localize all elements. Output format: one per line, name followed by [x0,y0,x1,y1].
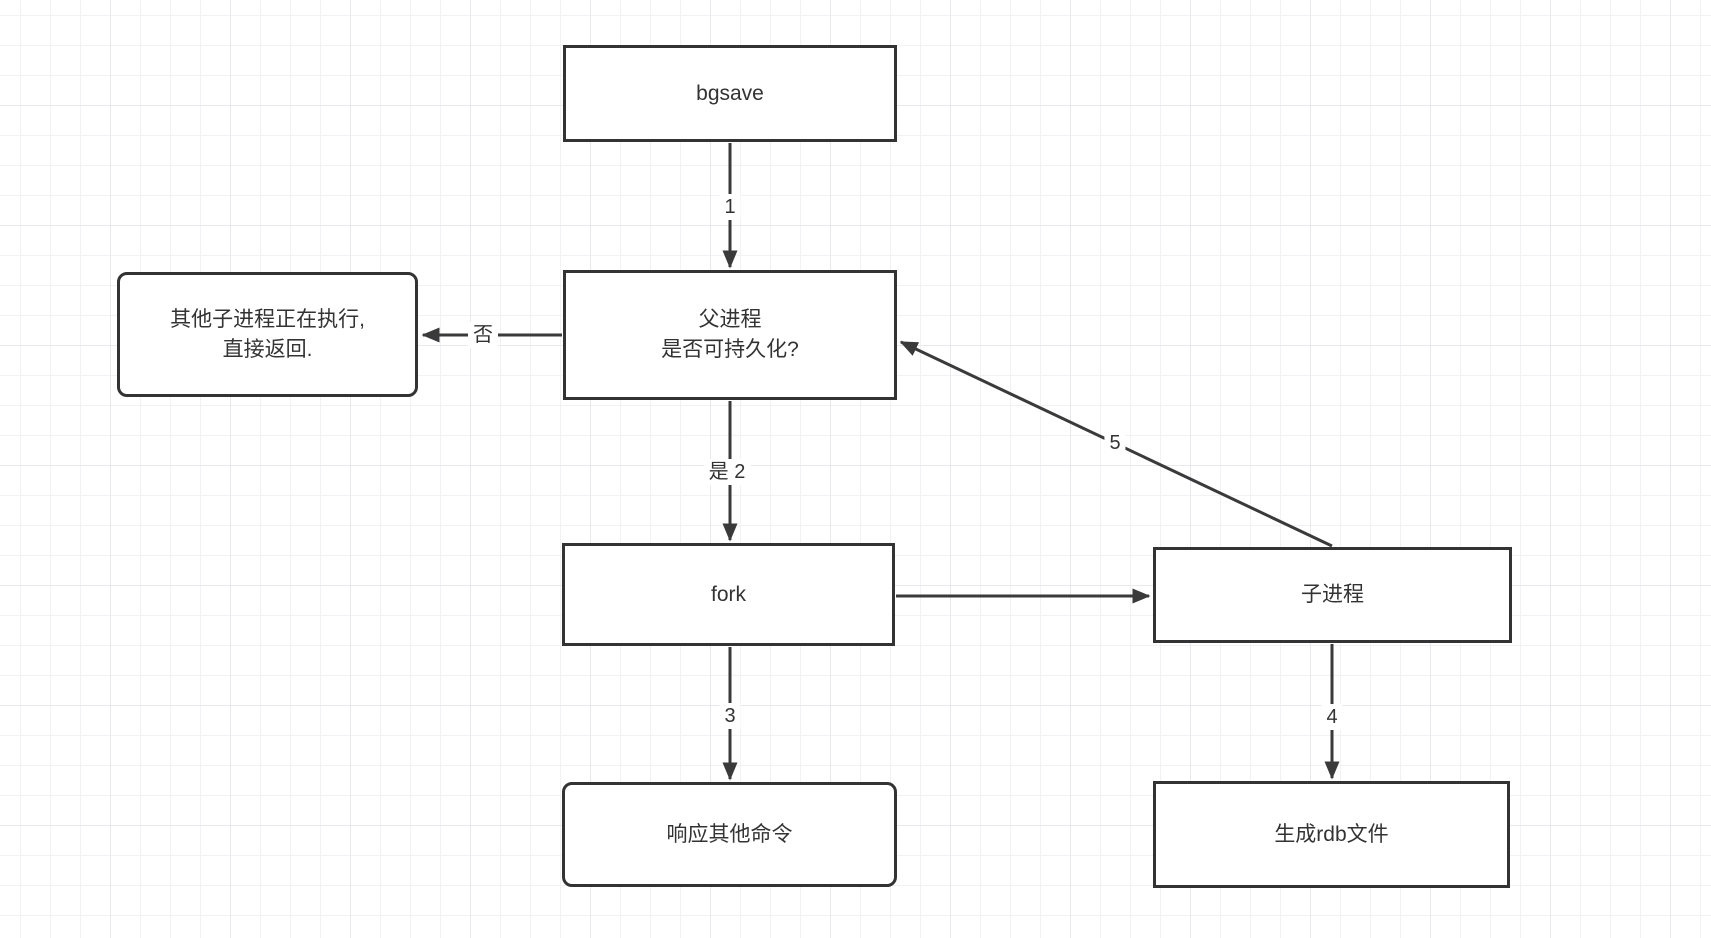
node-child-process[interactable]: 子进程 [1153,547,1512,643]
node-child-process-label: 子进程 [1301,583,1364,606]
node-other-child-running-line2: 直接返回. [222,337,313,361]
node-respond-other-commands[interactable]: 响应其他命令 [562,782,897,887]
node-fork-label: fork [710,582,746,606]
node-bgsave-label: bgsave [696,81,764,105]
node-generate-rdb[interactable]: 生成rdb文件 [1153,781,1510,888]
node-other-child-running[interactable]: 其他子进程正在执行, 直接返回. [117,272,418,397]
node-fork[interactable]: fork [562,543,895,646]
edge-label-step1: 1 [719,194,741,220]
edge-label-no: 否 [468,322,498,348]
edge-label-step3: 3 [719,703,741,729]
edge-label-yes-step2: 是 2 [703,459,751,485]
node-parent-process-line1: 父进程 [698,308,762,331]
node-other-child-running-line1: 其他子进程正在执行, [170,307,365,331]
node-generate-rdb-label: 生成rdb文件 [1274,822,1389,846]
edge-label-step5: 5 [1104,430,1126,456]
node-parent-process-line2: 是否可持久化? [661,338,799,361]
edge-label-step4: 4 [1321,704,1343,730]
node-parent-process[interactable]: 父进程 是否可持久化? [563,270,897,400]
node-respond-other-commands-label: 响应其他命令 [666,822,793,846]
node-bgsave[interactable]: bgsave [563,45,897,142]
